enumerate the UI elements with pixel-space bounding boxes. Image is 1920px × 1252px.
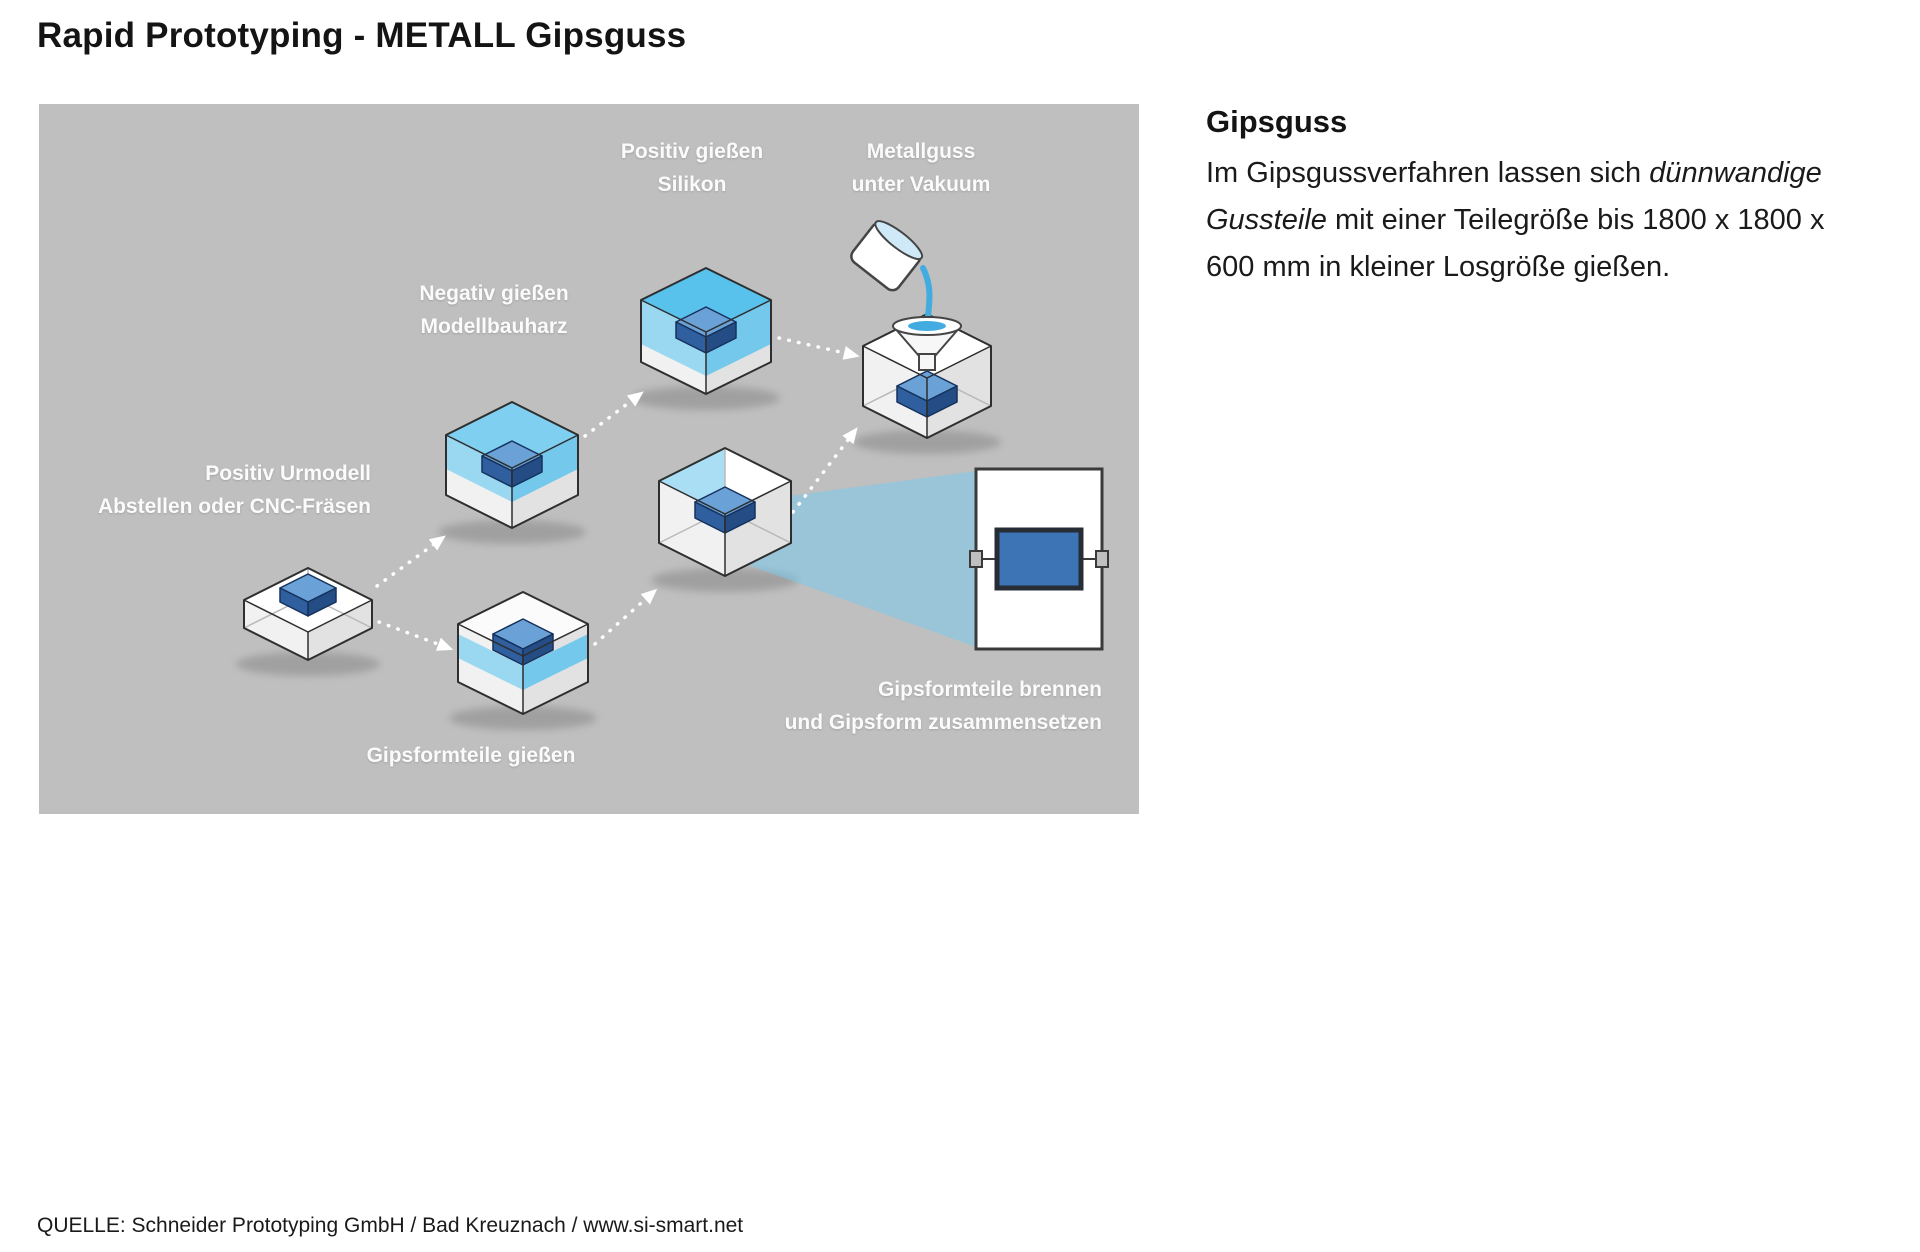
page-title: Rapid Prototyping - METALL Gipsguss	[37, 16, 687, 55]
process-diagram-canvas	[236, 220, 1109, 730]
description-body-part2: mit einer Teilegröße bis 1800 x 1800 x 6…	[1206, 203, 1825, 283]
label-gipsformteile-brennen: Gipsformteile brennen und Gipsform zusam…	[784, 678, 1102, 734]
cube-shadows	[236, 386, 1001, 730]
mold-detail-view	[969, 467, 1109, 651]
cube-gipsform-giessen	[457, 591, 589, 715]
funnel-icon	[892, 316, 962, 371]
label-negativ-giessen: Negativ gießen Modellbauharz	[419, 282, 569, 338]
blue-part	[279, 573, 337, 617]
flow-arrows	[375, 336, 860, 651]
description-body-italic: dünnwandige Gussteile	[1206, 157, 1822, 236]
description-heading: Gipsguss	[1206, 104, 1348, 139]
zoom-beam	[737, 471, 976, 647]
cube-negativform	[445, 401, 579, 529]
source-line: QUELLE: Schneider Prototyping GmbH / Bad…	[37, 1214, 744, 1237]
description-body-part1: Im Gipsgussverfahren lassen sich	[1206, 157, 1650, 189]
blue-part	[481, 440, 543, 488]
pouring-cup-icon	[850, 220, 933, 329]
blue-part	[492, 618, 554, 666]
process-diagram: Positiv gießen Silikon Metallguss unter …	[39, 104, 1139, 814]
cube-urmodell	[243, 567, 373, 661]
label-positiv-urmodell: Positiv Urmodell Abstellen oder CNC-Fräs…	[97, 462, 371, 518]
description-body: Im Gipsgussverfahren lassen sich dünnwan…	[1206, 150, 1856, 291]
arrow-positiv-to-metallguss	[777, 336, 860, 360]
arrow-urmodell-to-gipsform	[377, 620, 454, 651]
arrow-gipsform-to-zusammensetzen	[593, 588, 658, 646]
arrow-negativ-to-positiv	[583, 391, 644, 438]
label-positiv-giessen-silikon: Positiv gießen Silikon	[620, 140, 764, 196]
label-metallguss-unter-vakuum: Metallguss unter Vakuum	[851, 140, 991, 196]
label-gipsformteile-giessen: Gipsformteile gießen	[366, 744, 576, 767]
arrow-zusammensetzen-to-metallguss	[791, 427, 858, 514]
cube-silikon-positiv	[640, 267, 772, 395]
cast-part-detail	[994, 527, 1084, 591]
cube-gipsform-zusammengesetzt	[658, 447, 792, 577]
arrow-urmodell-to-negativ	[375, 535, 446, 588]
description-panel: Gipsguss Im Gipsgussverfahren lassen sic…	[1206, 104, 1856, 291]
